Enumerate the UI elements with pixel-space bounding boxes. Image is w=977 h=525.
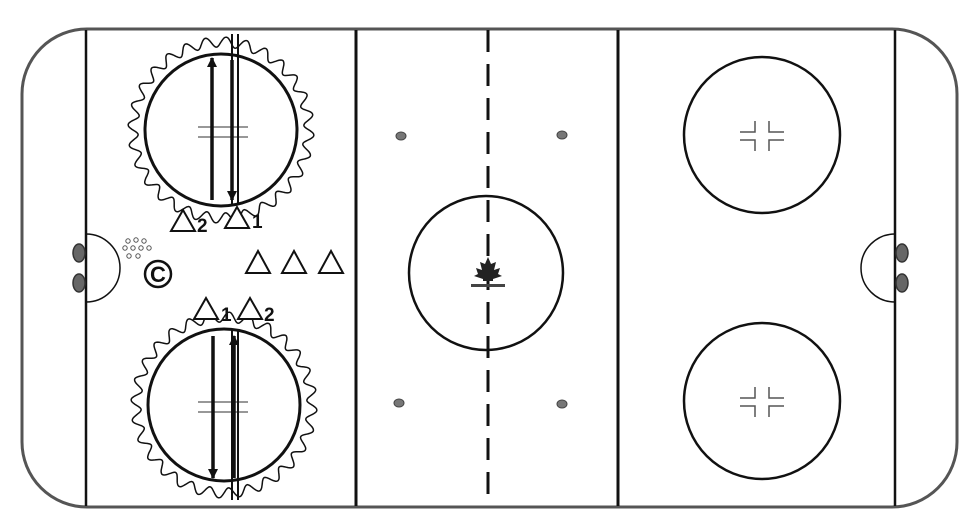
puck-dot-icon <box>125 238 131 244</box>
neutral-zone-dots <box>393 130 568 409</box>
puck-dot-icon <box>141 238 147 244</box>
player-number: 2 <box>264 305 275 326</box>
hash-marks-left-bottom <box>198 401 248 413</box>
coach-label: C <box>150 262 166 287</box>
player-number: 1 <box>221 305 232 326</box>
circled-c-icon <box>143 259 173 289</box>
skating-path-wavy-top <box>127 36 315 224</box>
faceoff-circle-right-top <box>682 55 842 215</box>
divider-line-bottom <box>231 330 239 500</box>
hash-marks-right-bottom <box>740 387 784 417</box>
puck-dot-icon <box>135 253 141 259</box>
player-triangle-icon <box>317 248 345 274</box>
player-triangle-icon <box>192 295 220 320</box>
puck-dot-icon <box>126 253 132 259</box>
puck-pile <box>122 237 152 259</box>
puck-dot-icon <box>146 245 152 251</box>
goal-net-right <box>895 243 909 293</box>
faceoff-circle-left-bottom <box>146 327 302 483</box>
player-triangle-icon <box>223 204 251 229</box>
hash-marks-left-top <box>198 126 248 138</box>
center-faceoff-circle <box>407 194 565 352</box>
goal-crease-left <box>85 233 121 303</box>
faceoff-circle-right-bottom <box>682 321 842 481</box>
waiting-players <box>244 248 345 274</box>
player-triangle-icon <box>236 295 264 320</box>
puck-dot-icon <box>138 245 144 251</box>
player-number: 2 <box>197 216 208 237</box>
faceoff-circle-left-top <box>143 52 299 208</box>
player-number: 1 <box>252 212 263 233</box>
skating-path-wavy-bottom <box>130 311 318 499</box>
player-triangle-icon <box>280 248 308 274</box>
hash-marks-right-top <box>740 121 784 151</box>
puck-dot-icon <box>130 245 136 251</box>
puck-dot-icon <box>133 237 139 243</box>
goal-net-left <box>72 243 86 293</box>
goal-crease-right <box>860 233 896 303</box>
puck-dot-icon <box>122 245 128 251</box>
player-triangle-icon <box>244 248 272 274</box>
player-triangle-icon <box>169 207 197 232</box>
hockey-canada-maple-leaf-icon <box>471 257 505 287</box>
